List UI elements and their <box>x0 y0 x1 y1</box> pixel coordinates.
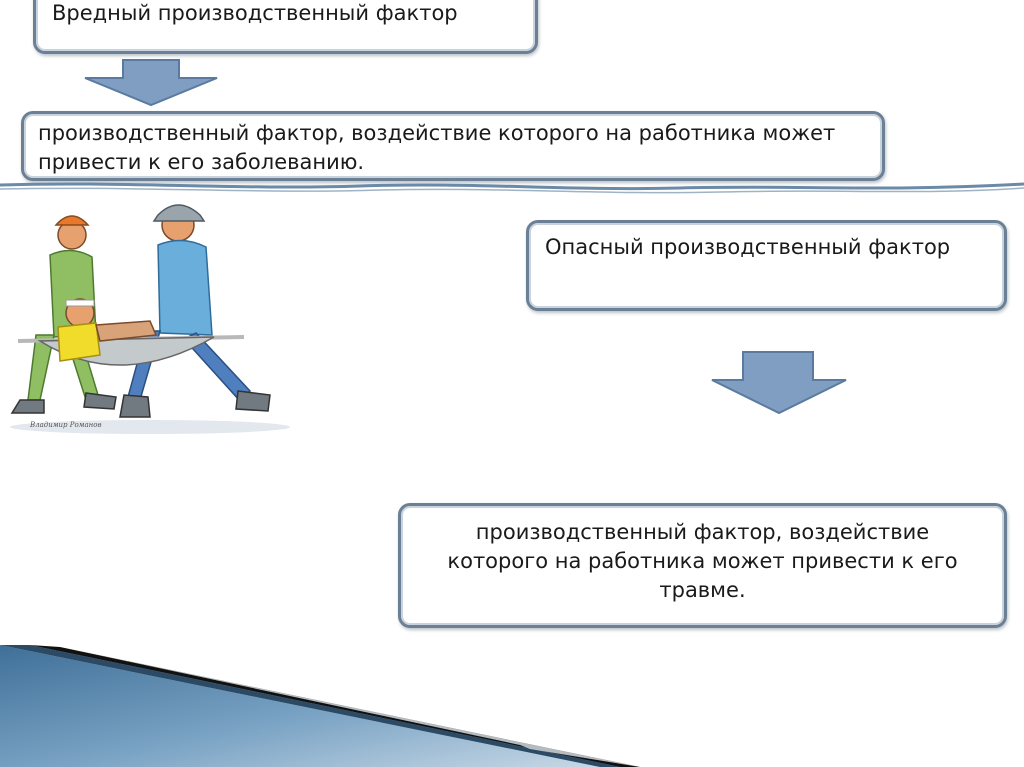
stretcher-illustration: Владимир Романов <box>0 195 300 440</box>
arrow-down-icon <box>709 350 849 416</box>
dangerous-factor-title-box: Опасный производственный фактор <box>526 220 1007 311</box>
harmful-factor-title-box: Вредный производственный фактор <box>33 0 538 54</box>
harmful-factor-title: Вредный производственный фактор <box>52 1 458 25</box>
dangerous-factor-definition: производственный фактор, воздействие кот… <box>447 520 957 602</box>
corner-decoration <box>0 645 1024 767</box>
svg-text:Владимир Романов: Владимир Романов <box>29 421 102 429</box>
dangerous-factor-definition-box: производственный фактор, воздействие кот… <box>398 503 1007 628</box>
arrow-down-icon <box>82 58 220 108</box>
harmful-factor-definition: производственный фактор, воздействие кот… <box>38 121 835 174</box>
dangerous-factor-title: Опасный производственный фактор <box>545 235 950 259</box>
harmful-factor-definition-box: производственный фактор, воздействие кот… <box>21 111 885 181</box>
